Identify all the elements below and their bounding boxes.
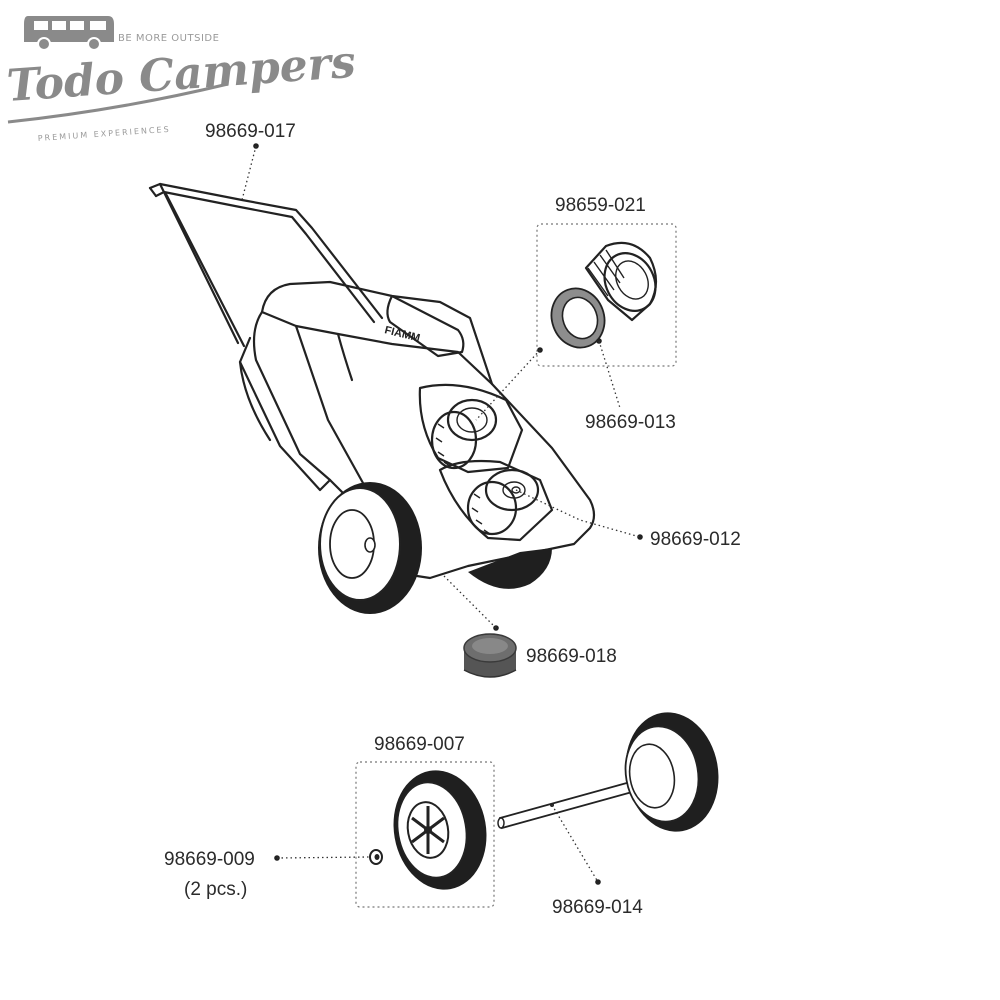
water-tank-drawing: FIAMM — [238, 280, 596, 580]
drain-cap-drawing — [463, 633, 517, 678]
camper-van-icon — [24, 16, 114, 51]
part-label-filler-cap: 98669-012 — [650, 529, 741, 550]
tank-left-wheel-drawing — [318, 482, 422, 614]
spare-wheel-drawing — [393, 770, 487, 890]
part-label-cap-kit: 98659-021 — [555, 195, 646, 216]
cap-kit-frame — [536, 223, 677, 367]
part-label-drain-cap: 98669-018 — [526, 646, 617, 667]
tank-brand-mark: FIAMM — [383, 324, 421, 344]
wheel-kit-frame — [355, 761, 495, 908]
handle-drawing — [148, 182, 384, 348]
lower-cap-drawing — [466, 468, 540, 536]
upper-cap-drawing — [430, 398, 498, 470]
part-note-wheel-clip: (2 pcs.) — [184, 879, 247, 900]
axle-wheel-drawing — [624, 712, 719, 832]
tank-right-wheel-drawing — [468, 548, 552, 589]
todo-campers-logo: BE MORE OUTSIDE Todo Campers PREMIUM EXP… — [5, 16, 357, 143]
logo-swoosh — [7, 82, 229, 124]
part-label-wheel: 98669-007 — [374, 734, 465, 755]
wheel-clip-drawing — [369, 849, 383, 865]
logo-brand: Todo Campers — [5, 37, 357, 112]
part-label-handle: 98669-017 — [205, 121, 296, 142]
leader-lines — [241, 143, 643, 885]
logo-tagline: BE MORE OUTSIDE — [118, 33, 219, 44]
logo-subline: PREMIUM EXPERIENCES — [38, 125, 171, 143]
part-label-wheel-clip: 98669-009 — [164, 849, 255, 870]
part-label-axle: 98669-014 — [552, 897, 643, 918]
gasket-ring-drawing — [550, 287, 606, 349]
spare-cap-drawing — [584, 241, 658, 322]
part-label-gasket: 98669-013 — [585, 412, 676, 433]
